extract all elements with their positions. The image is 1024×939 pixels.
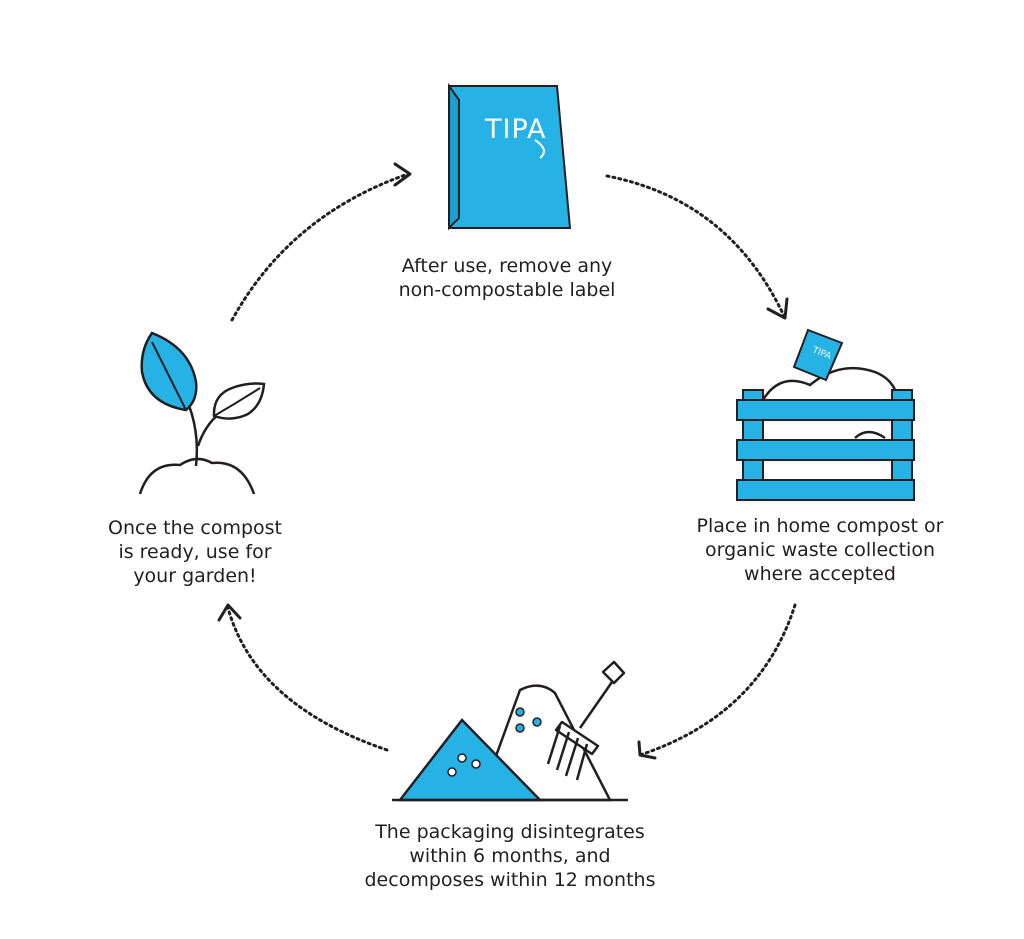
arrow-bag-to-bin [605,174,787,320]
arrow-pile-to-sprout [226,606,389,752]
caption-line: Once the compost [107,517,282,539]
arrowhead-2 [637,740,657,760]
step-caption-pile: The packaging disintegrates within 6 mon… [345,820,675,892]
compost-pile-icon [392,660,628,802]
caption-line: decomposes within 12 months [364,869,656,891]
caption-line: where accepted [744,563,896,585]
caption-line: The packaging disintegrates [375,821,645,843]
pitchfork-icon [546,660,626,781]
arrow-bin-to-pile [638,603,797,757]
arrowhead-3 [217,603,242,622]
caption-line: is ready, use for [118,541,272,563]
step-caption-sprout: Once the compost is ready, use for your … [70,516,320,588]
cycle-arrows [226,172,797,757]
step-caption-bag: After use, remove any non-compostable la… [372,254,642,302]
compostable-bag-icon: TIPA [448,82,572,231]
caption-line: your garden! [133,565,257,587]
compost-bin-icon: TIPA [736,328,915,501]
arrow-heads [217,162,789,760]
caption-line: within 6 months, and [409,845,611,867]
caption-line: After use, remove any [401,255,613,277]
step-caption-bin: Place in home compost or organic waste c… [670,514,970,586]
arrow-sprout-to-bag [230,172,410,322]
caption-line: Place in home compost or [696,515,944,537]
arrowhead-4 [393,162,412,187]
caption-line: non-compostable label [398,279,616,301]
sprout-icon [138,331,266,495]
caption-line: organic waste collection [704,539,936,561]
bin-packet: TIPA [792,328,844,382]
arrowhead-1 [766,297,789,320]
